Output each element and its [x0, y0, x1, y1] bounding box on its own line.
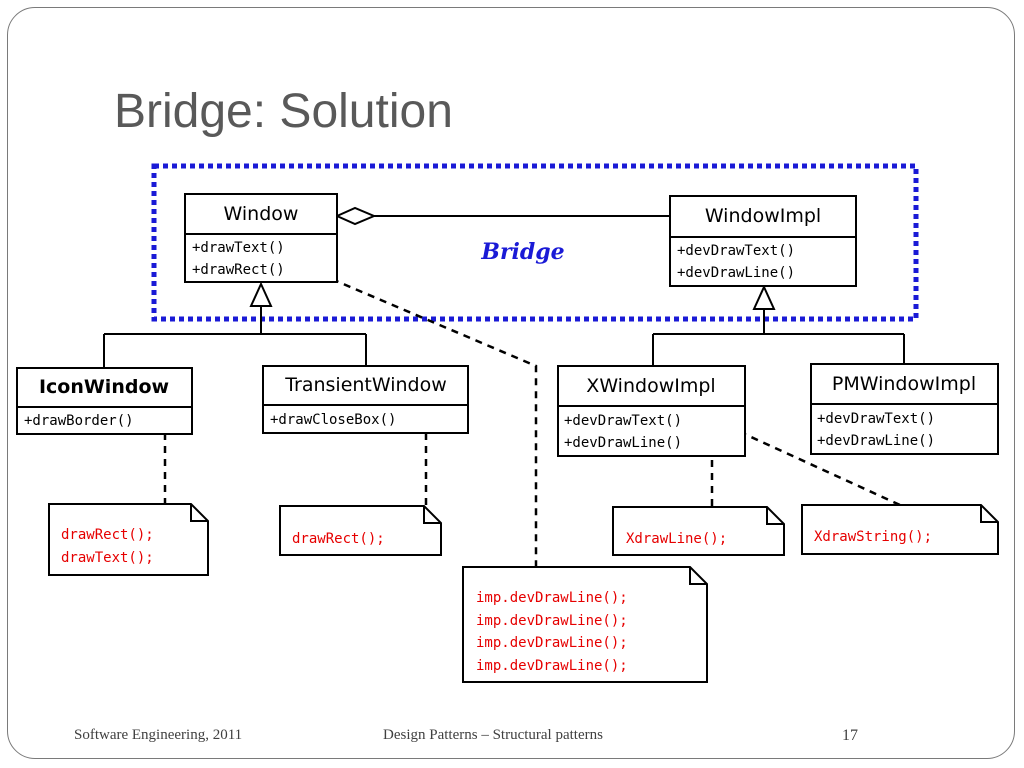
class-window: Window +drawText() +drawRect(): [184, 193, 338, 283]
note-text: imp.devDrawLine();: [476, 635, 628, 651]
bridge-label: Bridge: [480, 239, 564, 265]
class-operation: +devDrawText(): [677, 243, 795, 259]
window-generalization: [103, 281, 367, 368]
note-xwindow-drawline: XdrawLine();: [612, 506, 785, 556]
class-operation: +drawBorder(): [24, 413, 134, 429]
note-text: drawRect();: [292, 531, 385, 547]
note-text: imp.devDrawLine();: [476, 658, 628, 674]
note-text: XdrawLine();: [626, 531, 727, 547]
class-name: Window: [224, 203, 299, 225]
note-iconwindow: drawRect(); drawText();: [48, 503, 209, 576]
class-name: IconWindow: [39, 376, 169, 398]
footer-topic: Design Patterns – Structural patterns: [383, 727, 603, 743]
class-operation: +devDrawText(): [564, 413, 682, 429]
slide-title: Bridge: Solution: [114, 85, 453, 138]
windowimpl-generalization: [652, 284, 905, 366]
class-operation: +devDrawText(): [817, 411, 935, 427]
note-text: imp.devDrawLine();: [476, 613, 628, 629]
class-name: WindowImpl: [705, 205, 821, 227]
class-windowimpl: WindowImpl +devDrawText() +devDrawLine(): [669, 195, 857, 287]
slide-frame: [7, 7, 1015, 759]
aggregation-link: [334, 206, 670, 226]
class-xwindowimpl: XWindowImpl +devDrawText() +devDrawLine(…: [557, 365, 746, 457]
note-xwindow-drawstring: XdrawString();: [801, 504, 999, 555]
class-name: XWindowImpl: [586, 375, 715, 397]
class-operation: +drawRect(): [192, 262, 285, 278]
class-name: PMWindowImpl: [832, 373, 976, 395]
page-number: 17: [842, 727, 858, 744]
class-pmwindowimpl: PMWindowImpl +devDrawText() +devDrawLine…: [810, 363, 999, 455]
class-name: TransientWindow: [284, 374, 447, 396]
class-operation: +drawText(): [192, 240, 285, 256]
note-text: drawRect();: [61, 527, 154, 543]
window-note-connector: [307, 267, 538, 567]
class-transientwindow: TransientWindow +drawCloseBox(): [262, 365, 469, 434]
class-operation: +devDrawLine(): [817, 433, 935, 449]
note-text: XdrawString();: [814, 529, 932, 545]
class-operation: +devDrawLine(): [677, 265, 795, 281]
bridge-boundary: [151, 163, 919, 322]
footer-course: Software Engineering, 2011: [74, 727, 243, 743]
note-transientwindow: drawRect();: [279, 505, 442, 556]
class-operation: +drawCloseBox(): [270, 412, 396, 428]
note-text: drawText();: [61, 550, 154, 566]
note-window-drawrect: imp.devDrawLine(); imp.devDrawLine(); im…: [462, 566, 708, 683]
note-text: imp.devDrawLine();: [476, 590, 628, 606]
class-operation: +devDrawLine(): [564, 435, 682, 451]
class-iconwindow: IconWindow +drawBorder(): [16, 367, 193, 435]
